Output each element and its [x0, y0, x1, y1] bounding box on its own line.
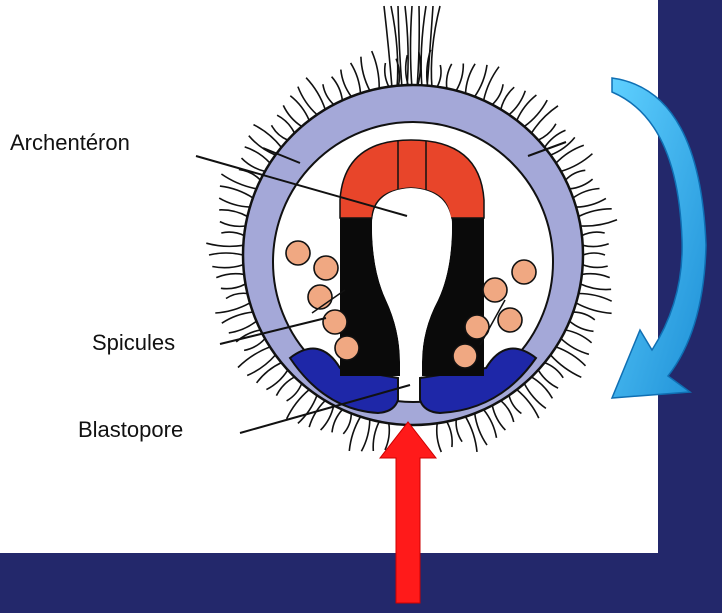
- spicule-cell: [453, 344, 477, 368]
- spicule-cell: [483, 278, 507, 302]
- blastopore-label: Blastopore: [78, 417, 183, 442]
- spicule-cell: [286, 241, 310, 265]
- spicule-cell: [323, 310, 347, 334]
- archenteron-label: Archentéron: [10, 130, 130, 155]
- spicules-label: Spicules: [92, 330, 175, 355]
- spicule-cell: [498, 308, 522, 332]
- spicule-cell: [314, 256, 338, 280]
- spicule-cell: [512, 260, 536, 284]
- spicule-cell: [335, 336, 359, 360]
- spicule-cell: [308, 285, 332, 309]
